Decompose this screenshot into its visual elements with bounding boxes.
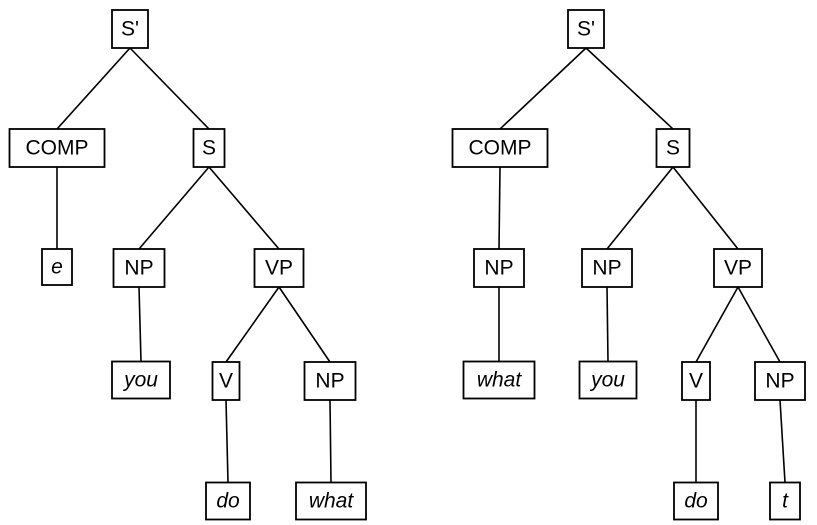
node-box-L-V: [211, 361, 241, 401]
node-box-R-VP: [713, 248, 763, 288]
tree-node-terminal-L-you: you: [111, 360, 171, 400]
tree-node-category-R-COMP: COMP: [451, 128, 549, 168]
tree-edge-R-VP-to-R-NP2: [737, 286, 781, 363]
node-label-R-NP2: NP: [765, 370, 794, 393]
node-label-L-NP2: NP: [315, 370, 344, 393]
node-box-L-what: [295, 481, 367, 521]
tree-node-terminal-L-what: what: [295, 481, 367, 521]
tree-node-terminal-R-you: you: [578, 360, 638, 400]
node-label-R-NP1: NP: [592, 257, 621, 280]
tree-edge-L-S-to-L-NP1: [138, 166, 210, 250]
tree-edge-L-Sbar-to-L-S: [129, 47, 210, 130]
tree-node-category-L-V: V: [211, 361, 241, 401]
tree-node-category-R-Sbar: S': [567, 9, 605, 49]
node-box-R-do: [673, 481, 719, 521]
tree-node-category-L-NP2: NP: [303, 361, 357, 401]
tree-node-category-R-NP2: NP: [754, 361, 806, 401]
node-box-R-NP2: [754, 361, 806, 401]
tree-edge-R-S-to-R-VP: [672, 166, 739, 250]
node-box-R-Sbar: [567, 9, 605, 49]
tree-edge-L-VP-to-L-V: [225, 286, 280, 363]
tree-node-terminal-R-t: t: [769, 481, 801, 521]
node-label-L-V: V: [219, 370, 233, 393]
node-box-R-t: [769, 481, 801, 521]
tree-node-terminal-L-e: e: [41, 248, 73, 286]
node-label-L-NP1: NP: [124, 257, 153, 280]
tree-edge-R-Sbar-to-R-S: [585, 47, 674, 130]
node-box-R-S: [655, 128, 691, 168]
node-label-L-do: do: [216, 490, 240, 513]
node-box-L-Sbar: [111, 9, 149, 49]
node-label-L-you: you: [122, 369, 158, 392]
tree-node-terminal-R-what: what: [462, 360, 536, 400]
node-label-L-S: S: [202, 137, 216, 160]
node-label-R-COMP: COMP: [469, 137, 532, 160]
tree-edge-R-NP2-to-R-t: [779, 399, 786, 483]
node-label-R-VP: VP: [724, 257, 752, 280]
node-label-L-e: e: [51, 256, 63, 279]
node-box-R-what: [462, 360, 536, 400]
node-label-R-Sbar: S': [577, 18, 595, 41]
tree-node-category-R-V: V: [681, 361, 711, 401]
node-box-L-VP: [253, 248, 305, 288]
tree-node-terminal-R-do: do: [673, 481, 719, 521]
node-label-R-NP0: NP: [484, 257, 513, 280]
node-box-L-NP2: [303, 361, 357, 401]
tree-edge-L-NP2-to-L-what: [329, 399, 332, 483]
node-box-R-NP0: [473, 248, 525, 288]
edges-layer: [56, 47, 786, 483]
tree-edge-L-S-to-L-VP: [208, 166, 280, 250]
tree-node-terminal-L-do: do: [205, 481, 251, 521]
node-box-R-COMP: [451, 128, 549, 168]
node-box-R-you: [578, 360, 638, 400]
tree-node-category-L-NP1: NP: [112, 248, 166, 288]
node-label-L-what: what: [309, 490, 355, 513]
tree-edge-R-COMP-to-R-NP0: [498, 166, 501, 250]
node-box-L-NP1: [112, 248, 166, 288]
tree-node-category-R-VP: VP: [713, 248, 763, 288]
node-label-L-COMP: COMP: [26, 137, 89, 160]
tree-edge-L-V-to-L-do: [225, 399, 229, 483]
tree-node-category-R-S: S: [655, 128, 691, 168]
tree-in-situ-edges: [56, 47, 332, 483]
node-box-L-do: [205, 481, 251, 521]
tree-node-category-L-S: S: [192, 128, 226, 168]
tree-node-category-R-NP1: NP: [581, 248, 633, 288]
node-box-R-NP1: [581, 248, 633, 288]
tree-edge-L-VP-to-L-NP2: [278, 286, 331, 363]
tree-wh-moved-edges: [498, 47, 786, 483]
tree-node-category-L-Sbar: S': [111, 9, 149, 49]
tree-node-category-L-VP: VP: [253, 248, 305, 288]
node-box-L-you: [111, 360, 171, 400]
tree-wh-moved-nodes: S' COMP S NP NP VP what you V NP do t: [451, 9, 806, 521]
node-label-R-you: you: [589, 369, 625, 392]
tree-edge-R-NP1-to-R-you: [606, 286, 609, 362]
node-label-L-VP: VP: [265, 257, 293, 280]
tree-node-category-R-NP0: NP: [473, 248, 525, 288]
node-label-R-V: V: [689, 370, 703, 393]
tree-edge-L-Sbar-to-L-COMP: [56, 47, 131, 130]
tree-edge-R-Sbar-to-R-COMP: [499, 47, 587, 130]
node-box-L-S: [192, 128, 226, 168]
node-label-R-do: do: [684, 490, 708, 513]
tree-node-category-L-COMP: COMP: [8, 128, 106, 168]
tree-edge-L-NP1-to-L-you: [138, 286, 142, 362]
node-box-R-V: [681, 361, 711, 401]
tree-edge-R-VP-to-R-V: [695, 286, 739, 363]
node-label-L-Sbar: S': [121, 18, 139, 41]
node-label-R-what: what: [477, 369, 523, 392]
tree-edge-R-S-to-R-NP1: [606, 166, 674, 250]
node-box-L-COMP: [8, 128, 106, 168]
node-label-R-S: S: [666, 137, 680, 160]
node-box-L-e: [41, 248, 73, 286]
node-label-R-t: t: [782, 490, 789, 513]
